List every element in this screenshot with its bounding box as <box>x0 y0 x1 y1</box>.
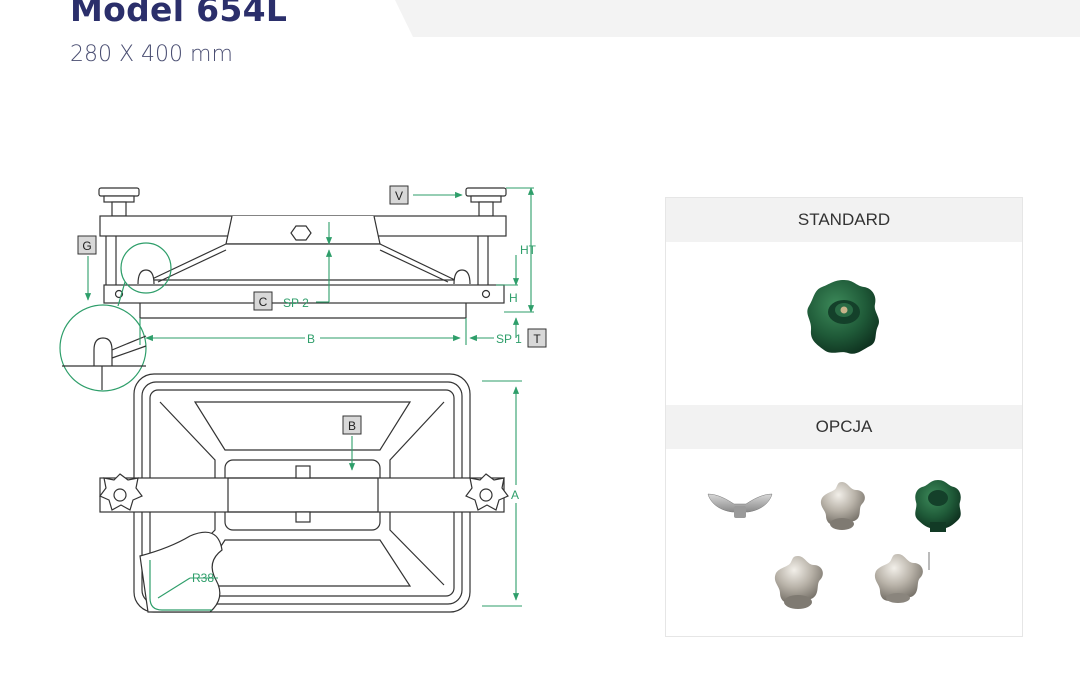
options-panel: STANDARD OPCJA <box>665 197 1023 637</box>
label-a: A <box>511 488 519 502</box>
label-ht: HT <box>520 243 537 257</box>
cutaway-section <box>139 531 223 613</box>
dimension-labels: HT H SP 2 B SP 1 A R38 <box>192 243 537 585</box>
callout-b: B <box>342 415 362 435</box>
label-sp2: SP 2 <box>283 296 309 310</box>
detail-circle-small <box>120 242 172 294</box>
steel-star-knob-icon <box>774 556 823 609</box>
knob-left <box>98 187 140 217</box>
label-sp1: SP 1 <box>496 332 522 346</box>
green-lobed-knob-icon <box>807 280 880 354</box>
callout-g: G <box>77 235 97 255</box>
callouts: G V C T B <box>77 185 547 435</box>
label-h: H <box>509 291 518 305</box>
option-header: OPCJA <box>666 405 1022 449</box>
green-knob-small-icon <box>915 480 961 532</box>
steel-star-knob-icon <box>874 552 930 603</box>
steel-star-knob-icon <box>820 482 865 530</box>
svg-text:T: T <box>533 332 541 346</box>
label-r38: R38 <box>192 571 214 585</box>
side-view <box>98 187 507 319</box>
knob-right <box>465 187 507 217</box>
header-band <box>395 0 1080 37</box>
callout-c: C <box>253 291 273 311</box>
standard-header: STANDARD <box>666 198 1022 242</box>
label-b: B <box>307 332 315 346</box>
callout-v: V <box>389 185 409 205</box>
callout-t: T <box>527 328 547 348</box>
knob-images <box>707 280 961 609</box>
detail-circle-large <box>59 304 147 392</box>
technical-drawing: G V C T B HT H SP 2 B SP 1 A R38 <box>59 185 547 613</box>
top-dimensions <box>157 380 522 607</box>
side-dimensions <box>84 187 535 345</box>
svg-text:G: G <box>82 239 91 253</box>
svg-text:V: V <box>395 189 403 203</box>
page-subtitle: 280 X 400 mm <box>70 42 233 67</box>
svg-text:B: B <box>348 419 356 433</box>
wing-nut-icon <box>707 493 773 518</box>
page-title: Model 654L <box>70 0 288 29</box>
svg-text:C: C <box>259 295 268 309</box>
